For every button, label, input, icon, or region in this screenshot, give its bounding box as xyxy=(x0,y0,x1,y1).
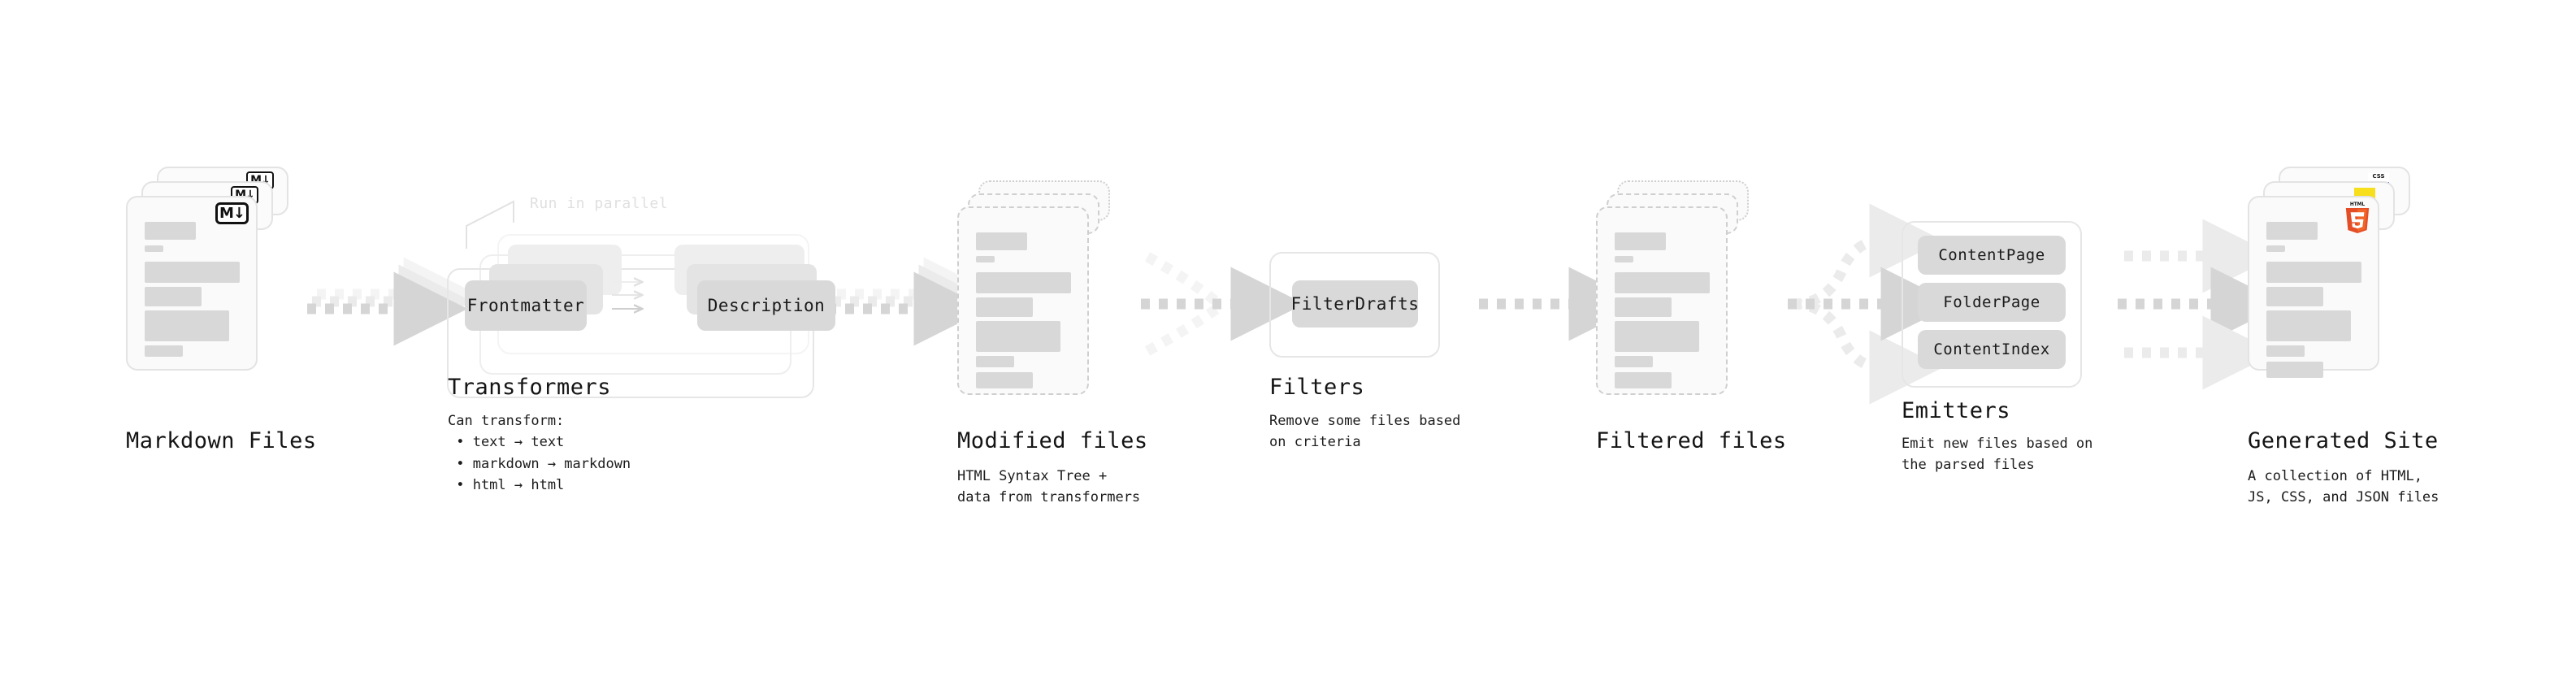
doc-line xyxy=(976,256,995,262)
transformers-box xyxy=(447,268,814,398)
transformer-inner-arrows xyxy=(612,276,700,333)
doc-line xyxy=(2266,222,2318,240)
doc-line xyxy=(145,262,240,283)
chip-frontmatter[interactable]: Frontmatter xyxy=(465,280,587,331)
doc-line xyxy=(1615,297,1672,317)
svg-text:HTML: HTML xyxy=(2350,202,2366,207)
connector-markdown-to-transformers xyxy=(307,257,478,346)
doc-line xyxy=(2266,287,2323,306)
stage-subtitle-generated-site: A collection of HTML, JS, CSS, and JSON … xyxy=(2248,468,2439,506)
emitters-box xyxy=(1902,221,2082,388)
stage-title-filters: Filters xyxy=(1269,375,1365,400)
doc-line xyxy=(1615,272,1710,293)
site-doc-front xyxy=(2248,196,2379,378)
doc-line xyxy=(976,272,1071,293)
doc-line xyxy=(145,310,229,341)
doc-line xyxy=(976,321,1060,352)
chip-contentpage[interactable]: ContentPage xyxy=(1918,236,2066,275)
doc-line xyxy=(1615,321,1699,352)
doc-line xyxy=(145,287,202,306)
chip-filterdrafts[interactable]: FilterDrafts xyxy=(1291,280,1419,327)
markdown-icon: M↓ xyxy=(215,202,249,224)
chip-description[interactable]: Description xyxy=(697,280,835,331)
doc-line xyxy=(2266,310,2351,341)
chip-folderpage[interactable]: FolderPage xyxy=(1918,283,2066,322)
run-in-parallel-label: Run in parallel xyxy=(530,195,669,212)
stage-title-emitters: Emitters xyxy=(1902,398,2011,423)
connector-modified-to-filters xyxy=(1141,252,1305,356)
doc-line xyxy=(1615,356,1653,367)
doc-line xyxy=(145,245,163,252)
stage-title-transformers: Transformers xyxy=(448,375,612,400)
chip-contentindex[interactable]: ContentIndex xyxy=(1918,330,2066,369)
doc-line xyxy=(2266,362,2323,378)
doc-line xyxy=(976,356,1014,367)
doc-line xyxy=(976,297,1033,317)
connector-filtered-to-emitters xyxy=(1788,203,1955,405)
modified-doc-front xyxy=(957,206,1089,395)
filtered-doc-front xyxy=(1596,206,1728,395)
stage-subtitle-modified-files: HTML Syntax Tree + data from transformer… xyxy=(957,468,1141,506)
doc-line xyxy=(976,372,1033,388)
doc-line xyxy=(2266,262,2361,283)
stage-subtitle-transformers: Can transform: • text → text • markdown … xyxy=(448,413,631,494)
doc-line xyxy=(145,345,183,357)
doc-line xyxy=(145,222,196,240)
filters-box xyxy=(1269,252,1440,358)
stage-subtitle-filters: Remove some files based on criteria xyxy=(1269,413,1461,451)
stage-title-modified-files: Modified files xyxy=(957,428,1148,453)
stage-title-filtered-files: Filtered files xyxy=(1596,428,1787,453)
doc-line xyxy=(2266,345,2305,357)
html5-icon: HTML xyxy=(2345,202,2370,233)
stage-subtitle-emitters: Emit new files based on the parsed files xyxy=(1902,436,2093,474)
connector-emitters-to-site xyxy=(2118,219,2285,390)
stage-title-markdown-files: Markdown Files xyxy=(126,428,317,453)
doc-line xyxy=(976,232,1027,250)
run-in-parallel-bracket xyxy=(466,200,514,249)
doc-line xyxy=(1615,232,1666,250)
markdown-doc-front xyxy=(126,196,258,371)
stage-title-generated-site: Generated Site xyxy=(2248,428,2439,453)
doc-line xyxy=(1615,372,1672,388)
connector-transformers-to-modified xyxy=(827,257,998,346)
doc-line xyxy=(1615,256,1633,262)
doc-line xyxy=(2266,245,2285,252)
